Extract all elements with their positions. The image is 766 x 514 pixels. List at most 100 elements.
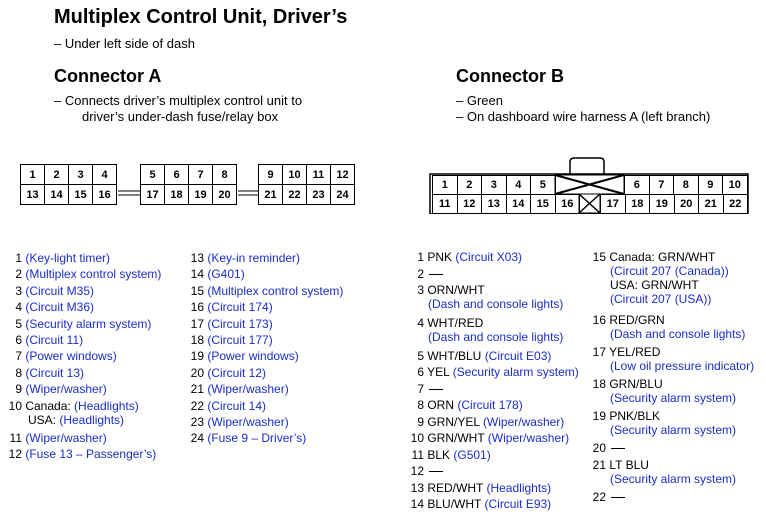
connector-a-cell-22: 22	[282, 184, 307, 205]
pin-number: 10	[410, 431, 424, 446]
connector-a-pin-5: 5 (Security alarm system)	[0, 317, 151, 331]
connector-b-cell-12: 12	[456, 194, 482, 214]
connector-b-pin-6: 6 YEL (Security alarm system)	[402, 365, 578, 380]
wire-color: RED/GRN	[609, 312, 665, 327]
page-title: Multiplex Control Unit, Driver’s	[54, 6, 348, 28]
pin-function: (Security alarm system)	[610, 471, 737, 486]
pin-number: 5	[15, 316, 22, 331]
pin-function: (Key-in reminder)	[207, 251, 301, 265]
connector-a-pin-10: 10 Canada: (Headlights)USA: (Headlights)	[0, 399, 139, 427]
pin-function: (Wiper/washer)	[482, 414, 565, 429]
pin-number: 21	[592, 457, 606, 472]
pin-function: (Circuit 12)	[207, 365, 267, 380]
pin-number: 13	[190, 251, 204, 265]
pin-number: 14	[190, 267, 204, 282]
connector-a-cell-3: 3	[68, 164, 93, 185]
connector-b-desc-2: – On dashboard wire harness A (left bran…	[456, 109, 711, 124]
connector-a-cell-5: 5	[140, 164, 165, 185]
connector-a-pin-2: 2 (Multiplex control system)	[0, 267, 161, 281]
pin-function: (Circuit E93)	[484, 497, 552, 512]
pin-number: 2	[15, 267, 22, 282]
pin-number: 22	[592, 490, 606, 504]
pin-function: (Multiplex control system)	[207, 283, 344, 298]
pin-number: 3	[15, 283, 22, 298]
connector-b-pin-8: 8 ORN (Circuit 178)	[402, 398, 522, 413]
connector-a-cell-18: 18	[164, 184, 189, 205]
connector-a-cell-20: 20	[212, 184, 237, 205]
connector-a-cell-4: 4	[92, 164, 117, 185]
connector-b-desc-1: – Green	[456, 93, 503, 108]
connector-b-pin-4: 4 WHT/RED(Dash and console lights)	[402, 316, 563, 344]
wire-color: WHT/RED	[427, 315, 484, 330]
pin-number: 7	[417, 381, 424, 396]
pin-number: 4	[15, 300, 22, 315]
pin-l4: (Circuit 207 (USA))	[610, 292, 712, 306]
wire-color: GRN/BLU	[609, 376, 663, 391]
pin-number: 21	[190, 382, 204, 397]
pin-number: 12	[410, 464, 424, 479]
pin-function: (Dash and console lights)	[428, 329, 564, 344]
connector-b-pin-17: 17 YEL/RED(Low oil pressure indicator)	[584, 345, 754, 373]
pin-number: 10	[8, 398, 22, 413]
connector-a-cell-9: 9	[258, 164, 283, 185]
connector-a-cell-16: 16	[92, 184, 117, 205]
wire-color: ORN	[427, 398, 455, 413]
pin-function: (Multiplex control system)	[25, 267, 162, 282]
connector-a-pin-8: 8 (Circuit 13)	[0, 366, 84, 380]
location-note: – Under left side of dash	[54, 36, 195, 51]
pin-number: 11	[9, 431, 22, 445]
connector-b-pin-22: 22	[584, 490, 626, 504]
unused-pin-mark	[429, 471, 444, 473]
connector-b-pin-18: 18 GRN/BLU(Security alarm system)	[584, 377, 736, 405]
connector-b-heading: Connector B	[456, 66, 564, 86]
pin-number: 4	[417, 315, 424, 330]
pin-function: (Wiper/washer)	[207, 382, 289, 397]
connector-a-cell-24: 24	[330, 184, 355, 205]
pin-function: (Circuit 173)	[207, 316, 273, 331]
pin-function: (Circuit 174)	[207, 300, 273, 315]
pin-number: 7	[15, 349, 22, 364]
pin-number: 15	[190, 283, 204, 298]
pin-number: 3	[417, 283, 424, 297]
connector-a-pin-12: 12 (Fuse 13 – Passenger’s)	[0, 447, 157, 461]
pin-number: 18	[190, 333, 204, 347]
wire-color: YEL	[427, 365, 450, 380]
pin-function: (Circuit 14)	[207, 398, 267, 413]
connector-a-cell-13: 13	[20, 184, 45, 205]
connector-a-cell-8: 8	[212, 164, 237, 185]
pin-function: (Wiper/washer)	[487, 431, 570, 446]
connector-a-pin-18: 18 (Circuit 177)	[180, 333, 273, 347]
pin-number: 16	[190, 300, 204, 315]
connector-b-pin-13: 13 RED/WHT (Headlights)	[402, 481, 552, 495]
pin-function: (Wiper/washer)	[207, 415, 289, 429]
pin-l2: (Circuit 207 (Canada))	[610, 264, 729, 278]
pin-function: (Circuit 13)	[25, 365, 85, 380]
connector-a-cell-6: 6	[164, 164, 189, 185]
connector-a-pin-24: 24 (Fuse 9 – Driver’s)	[180, 431, 307, 446]
connector-a-pin-21: 21 (Wiper/washer)	[180, 382, 289, 396]
pin-number: 9	[15, 382, 22, 397]
connector-a-pin-16: 16 (Circuit 174)	[180, 300, 273, 314]
pin-number: 24	[190, 431, 204, 446]
wire-color: GRN/WHT	[427, 431, 485, 446]
wire-color: BLU/WHT	[427, 497, 482, 512]
connector-b-pin-16: 16 RED/GRN(Dash and console lights)	[584, 312, 746, 341]
connector-b-cell-22: 22	[722, 194, 748, 214]
connector-a-pin-3: 3 (Circuit M35)	[0, 284, 94, 298]
pin-function: (Key-light timer)	[25, 251, 111, 265]
pin-number: 19	[190, 349, 204, 364]
connector-a-cell-23: 23	[306, 184, 331, 205]
connector-a-pin-1: 1 (Key-light timer)	[0, 251, 110, 265]
unused-pin-mark	[429, 388, 444, 390]
connector-a-cell-21: 21	[258, 184, 283, 205]
connector-b-pin-21: 21 LT BLU(Security alarm system)	[584, 458, 736, 486]
wire-color: BLK	[427, 447, 451, 462]
connector-b-pin-10: 10 GRN/WHT (Wiper/washer)	[402, 431, 570, 446]
pin-number: 11	[411, 447, 424, 462]
connector-a-cell-15: 15	[68, 184, 93, 205]
wire-color: GRN/YEL	[427, 414, 480, 429]
pin-function: (Circuit 11)	[25, 333, 84, 347]
connector-a-pin-14: 14 (G401)	[180, 267, 245, 281]
pin-number: 20	[592, 441, 606, 456]
